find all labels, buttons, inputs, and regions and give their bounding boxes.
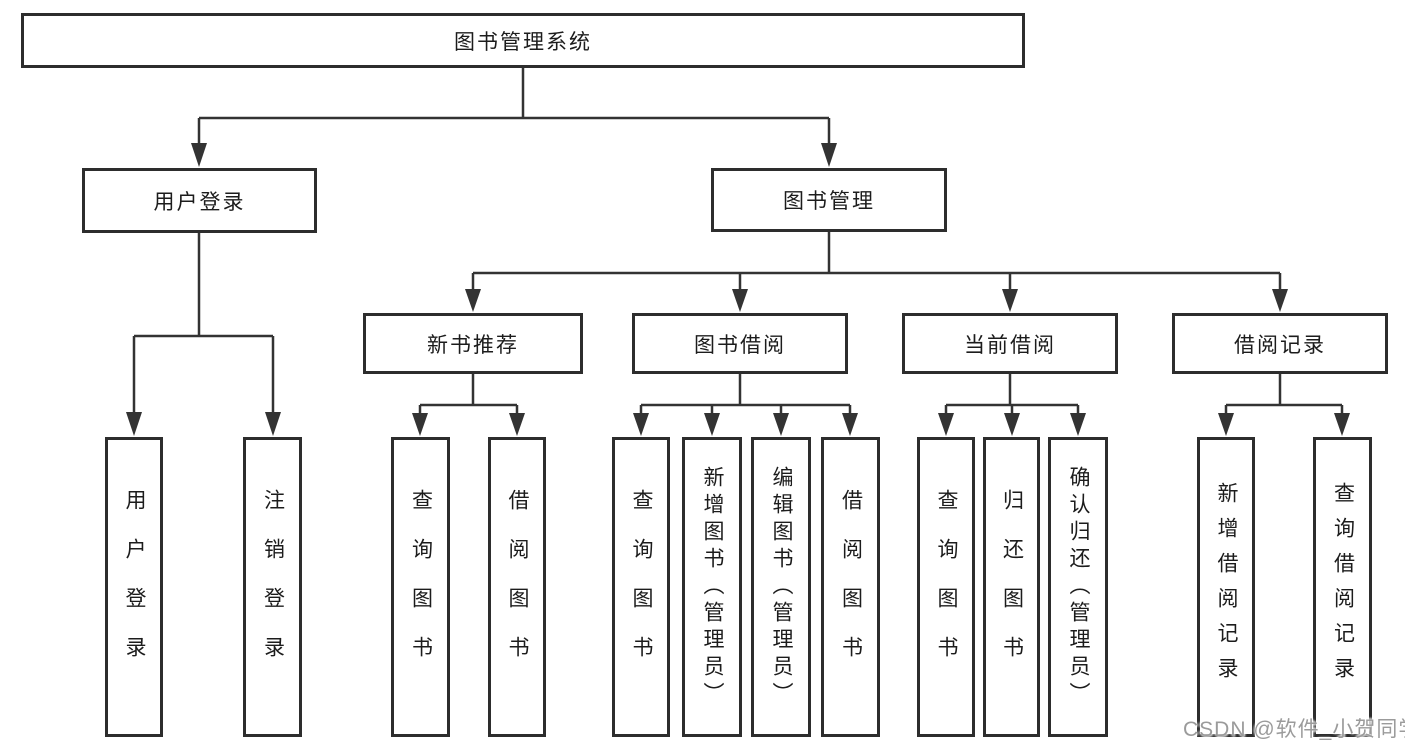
leaf-add-book-admin: 新增图书（管理员）: [682, 437, 742, 737]
node-label: 用户登录: [153, 190, 246, 214]
node-current-borrow: 当前借阅: [902, 313, 1118, 374]
leaf-query-books-newbook: 查询图书: [391, 437, 450, 737]
node-label: 借阅记录: [1234, 333, 1326, 357]
leaf-return-books: 归还图书: [983, 437, 1040, 737]
node-label: 新增图书（管理员）: [701, 465, 724, 709]
node-book-management: 图书管理: [711, 168, 947, 232]
node-label: 新书推荐: [427, 333, 519, 357]
node-borrow-records: 借阅记录: [1172, 313, 1388, 374]
node-label: 用户登录: [123, 489, 146, 685]
node-label: 归还图书: [1000, 489, 1024, 685]
node-new-book-recommend: 新书推荐: [363, 313, 583, 374]
node-label: 图书借阅: [694, 333, 786, 357]
node-label: 图书管理系统: [454, 30, 592, 54]
leaf-logout: 注销登录: [243, 437, 302, 737]
node-label: 新增借阅记录: [1215, 482, 1238, 692]
node-book-borrow: 图书借阅: [632, 313, 848, 374]
csdn-watermark: CSDN @软件_小贺同学: [1183, 718, 1405, 741]
node-label: 注销登录: [261, 489, 285, 685]
leaf-borrow-books-borrow: 借阅图书: [821, 437, 880, 737]
node-label: 图书管理: [783, 190, 875, 213]
node-label: 查询图书: [630, 489, 653, 685]
node-label: 借阅图书: [506, 489, 529, 685]
leaf-query-books-borrow: 查询图书: [612, 437, 670, 737]
node-label: 查询图书: [409, 489, 433, 685]
node-label: 查询图书: [935, 489, 958, 685]
node-user-login: 用户登录: [82, 168, 317, 233]
leaf-query-books-current: 查询图书: [917, 437, 975, 737]
leaf-user-login: 用户登录: [105, 437, 163, 737]
leaf-borrow-books-newbook: 借阅图书: [488, 437, 546, 737]
node-label: 查询借阅记录: [1331, 482, 1355, 692]
node-label: 编辑图书（管理员）: [770, 465, 793, 709]
leaf-query-borrow-record: 查询借阅记录: [1313, 437, 1372, 737]
node-label: 当前借阅: [964, 333, 1056, 357]
leaf-add-borrow-record: 新增借阅记录: [1197, 437, 1255, 737]
leaf-confirm-return-admin: 确认归还（管理员）: [1048, 437, 1108, 737]
leaf-edit-book-admin: 编辑图书（管理员）: [751, 437, 811, 737]
node-library-system: 图书管理系统: [21, 13, 1025, 68]
node-label: 借阅图书: [839, 489, 863, 685]
node-label: 确认归还（管理员）: [1067, 465, 1090, 709]
